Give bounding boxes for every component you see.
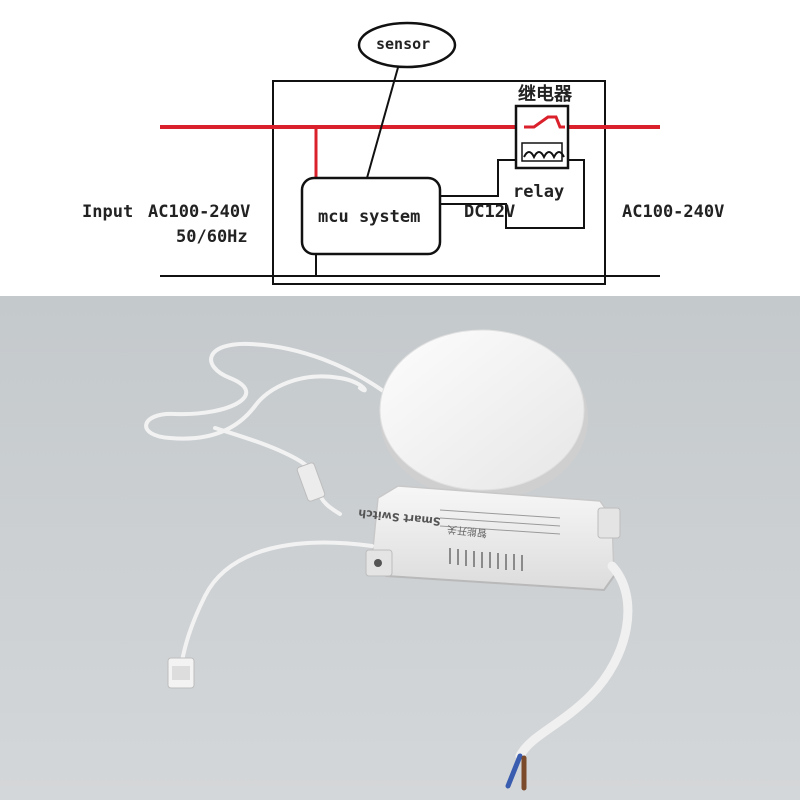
input-label: Input xyxy=(82,202,134,222)
enclosure-box xyxy=(272,80,606,285)
relay-label: relay xyxy=(513,182,565,202)
relay-contact xyxy=(524,115,565,129)
dc-voltage-label: DC12V xyxy=(464,202,516,222)
dc-control-wire-bottom xyxy=(440,159,585,229)
input-frequency-label: 50/60Hz xyxy=(176,227,248,247)
sensor-cable-connector xyxy=(296,462,326,502)
smart-switch-box xyxy=(365,485,621,592)
wiring-diagram-graphic xyxy=(160,21,660,285)
load-lead xyxy=(167,540,374,689)
sensor-node xyxy=(357,21,457,69)
relay-box xyxy=(514,104,570,170)
mount-tab-right xyxy=(597,507,621,539)
product-photo: Smart Switch 智能开关 xyxy=(0,296,800,800)
mount-hole-icon xyxy=(374,559,382,567)
output-voltage-label: AC100-240V xyxy=(622,202,725,222)
neutral-wire-blue xyxy=(505,753,523,789)
spec-text-lines xyxy=(439,509,561,535)
relay-coil xyxy=(523,151,565,160)
product-illustration xyxy=(0,296,800,800)
relay-coil-frame xyxy=(521,142,563,162)
dc-control-wire-top xyxy=(440,159,516,197)
sensor-disc xyxy=(379,329,585,491)
mcu-system-box xyxy=(300,176,442,256)
input-voltage-label: AC100-240V xyxy=(148,202,251,222)
lead-connector-socket xyxy=(172,666,190,680)
sensor-label: sensor xyxy=(376,35,431,53)
vent-slots xyxy=(449,548,523,571)
wiring-diagram: sensor 继电器 relay mcu system DC12V Input … xyxy=(0,0,800,296)
mains-cable xyxy=(505,561,633,791)
relay-title-label: 继电器 xyxy=(518,84,572,105)
mcu-system-label: mcu system xyxy=(318,207,421,227)
sensor-signal-wire xyxy=(366,63,400,179)
